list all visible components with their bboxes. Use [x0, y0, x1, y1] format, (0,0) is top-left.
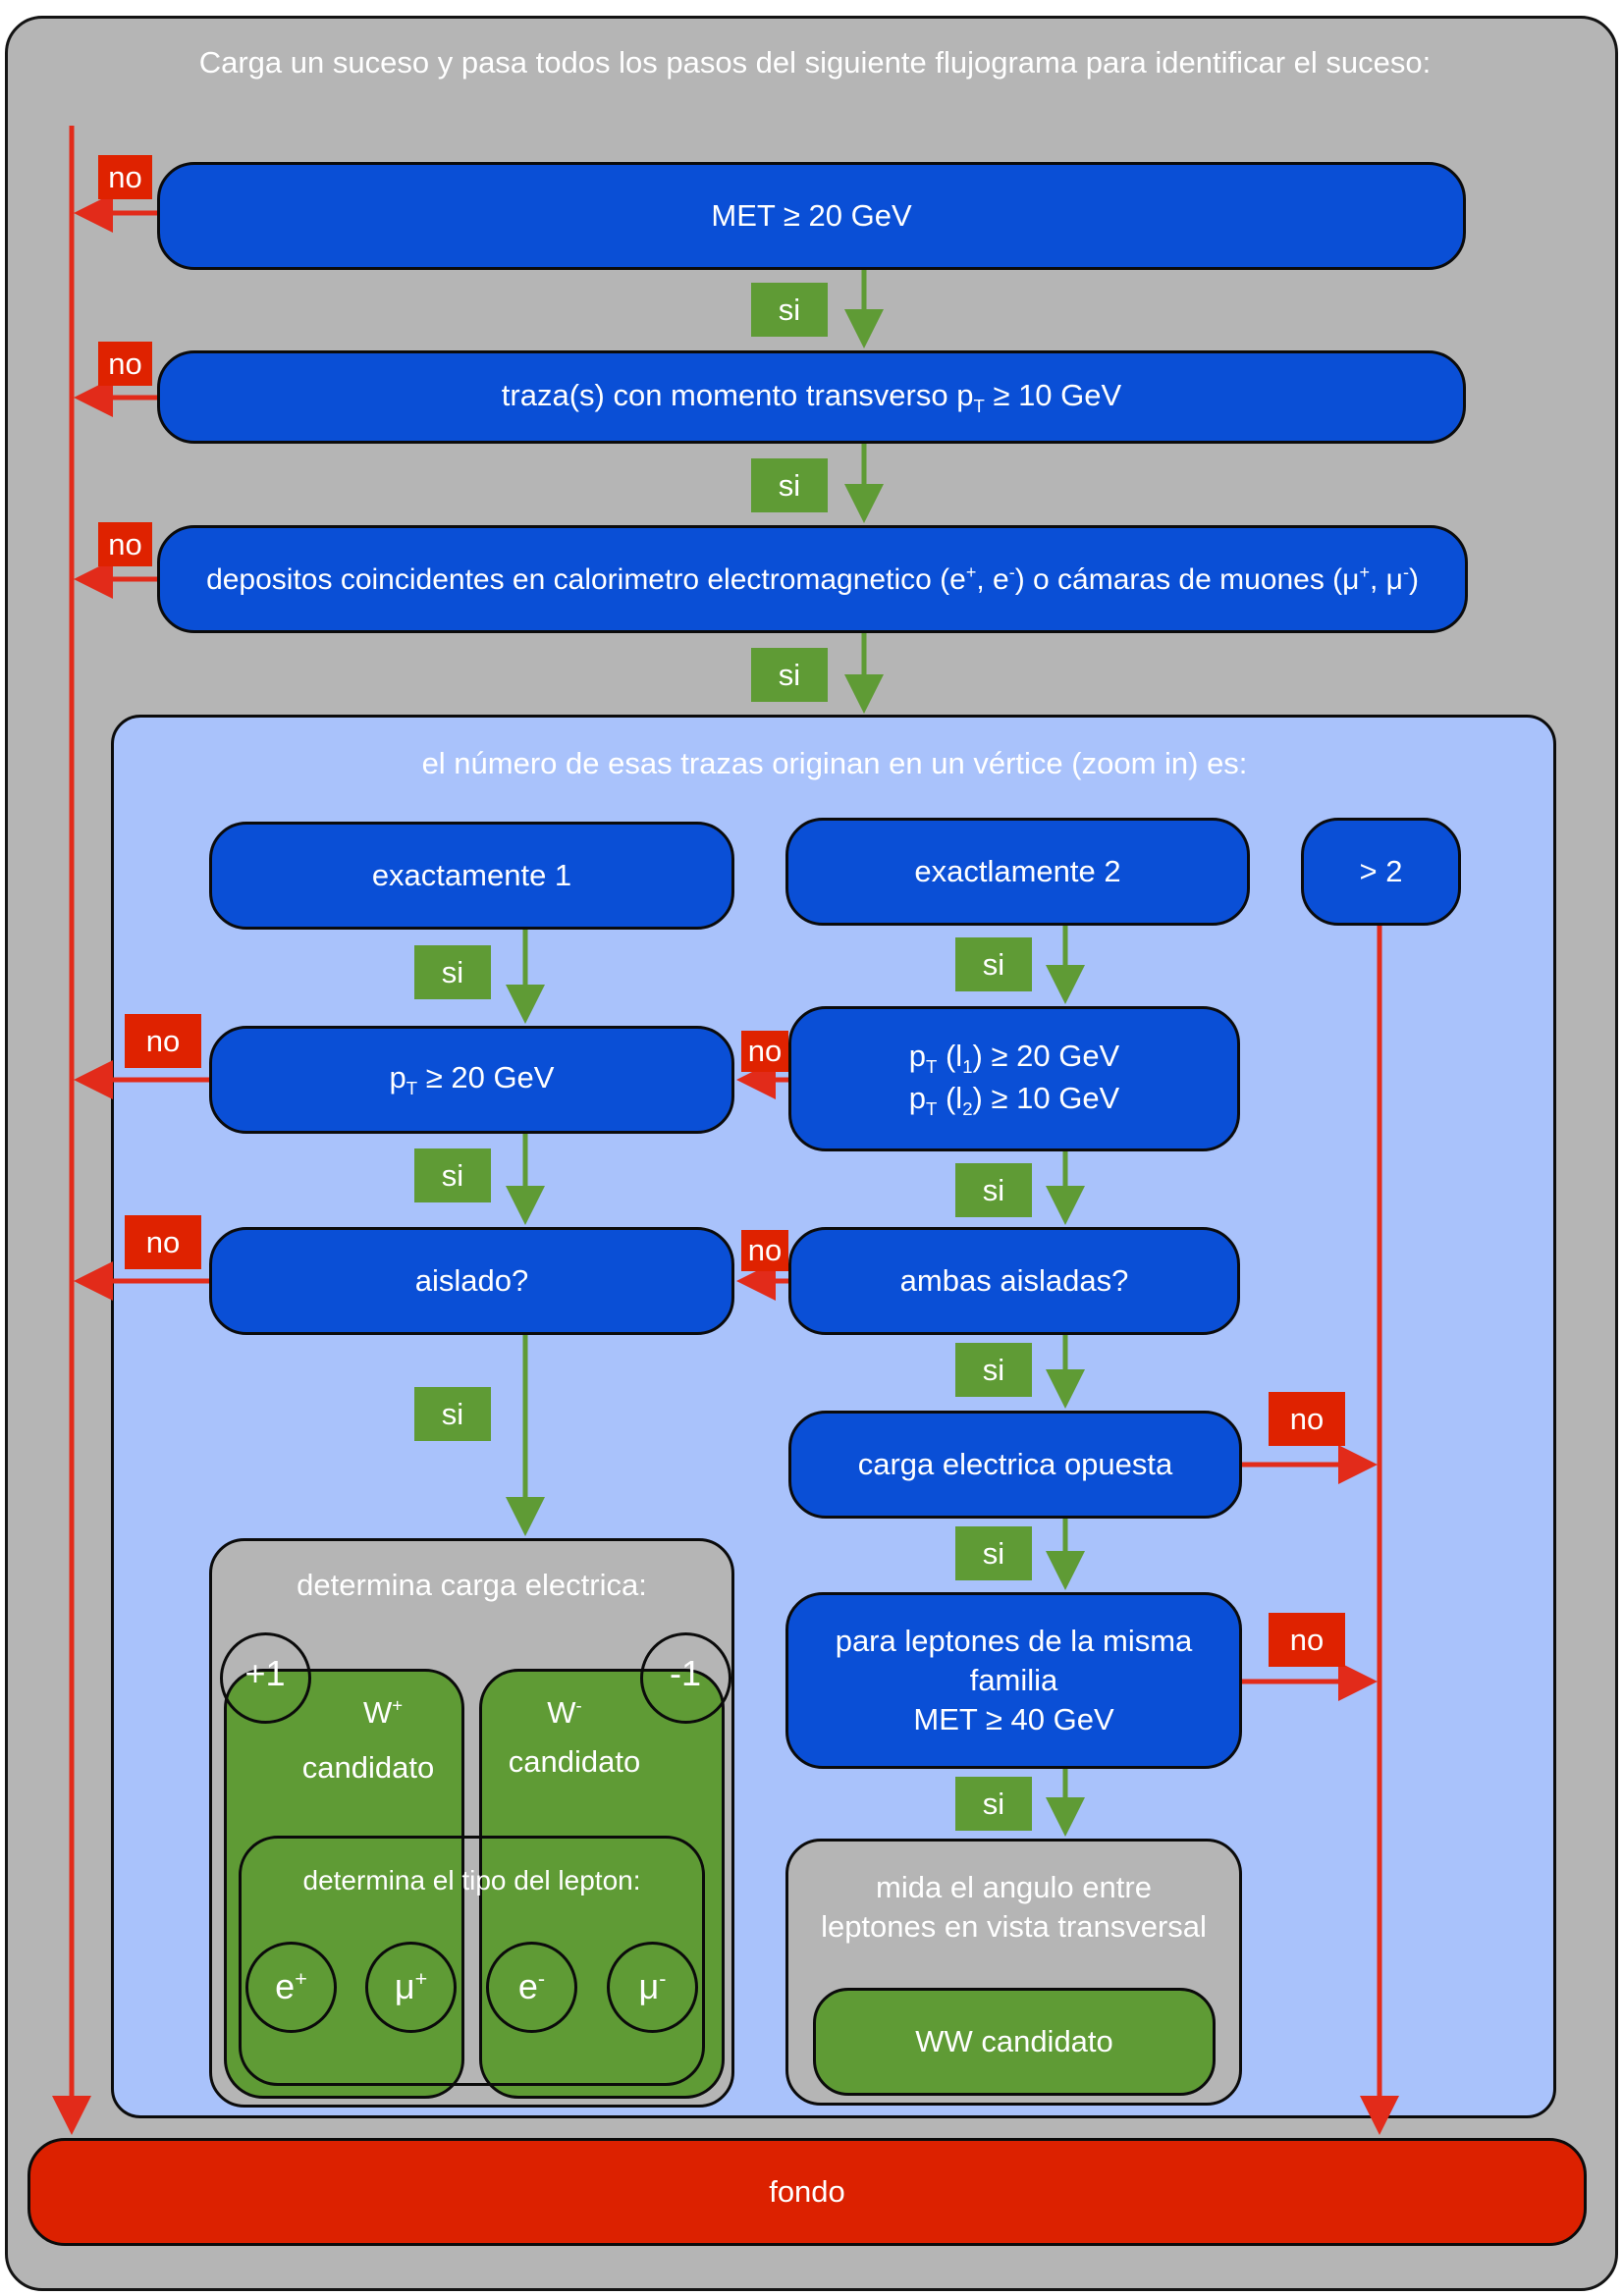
- misma-familia-line2: familia: [969, 1662, 1058, 1697]
- carga-opuesta-label: carga electrica opuesta: [857, 1446, 1173, 1481]
- mu-minus-lepton[interactable]: μ-: [607, 1942, 698, 2033]
- pt-20-label: pT ≥ 20 GeV: [389, 1060, 555, 1099]
- minus-one-label: -1: [669, 1652, 701, 1693]
- more-than-2-box[interactable]: > 2: [1301, 818, 1461, 926]
- aislado-label: aislado?: [414, 1262, 529, 1298]
- depositos-label: depositos coincidentes en calorimetro el…: [206, 561, 1419, 596]
- no-tag-traza: no: [98, 342, 152, 386]
- met-step[interactable]: MET ≥ 20 GeV: [157, 162, 1466, 270]
- misma-familia-step[interactable]: para leptones de la misma familia MET ≥ …: [785, 1592, 1242, 1769]
- si-tag-carga: si: [955, 1526, 1032, 1580]
- si-tag-traza: si: [751, 458, 828, 512]
- intro-text: Carga un suceso y pasa todos los pasos d…: [198, 44, 1432, 80]
- mu-minus-label: μ-: [638, 1966, 667, 2007]
- charge-title: determina carga electrica:: [297, 1567, 647, 1602]
- fondo-box[interactable]: fondo: [27, 2138, 1587, 2246]
- no-tag-ambas: no: [741, 1230, 788, 1271]
- ww-candidato-label: WW candidato: [915, 2023, 1113, 2058]
- no-tag-met: no: [98, 155, 152, 199]
- no-tag-aislado: no: [125, 1215, 201, 1269]
- no-tag-carga: no: [1269, 1392, 1345, 1446]
- ambas-aisladas-step[interactable]: ambas aisladas?: [788, 1227, 1240, 1335]
- si-tag-ambas: si: [955, 1343, 1032, 1397]
- si-tag-exactamente-2: si: [955, 937, 1032, 991]
- vertex-title: el número de esas trazas originan en un …: [421, 745, 1248, 780]
- fondo-label: fondo: [769, 2173, 845, 2209]
- e-plus-label: e+: [275, 1966, 307, 2007]
- w-minus-box[interactable]: [479, 1669, 725, 2099]
- more-than-2-label: > 2: [1359, 853, 1403, 888]
- no-tag-misma-familia: no: [1269, 1613, 1345, 1667]
- mu-plus-lepton[interactable]: μ+: [365, 1942, 457, 2033]
- plus-one-circle: [220, 1632, 311, 1724]
- pt-pair-step[interactable]: pT (l1) ≥ 20 GeV pT (l2) ≥ 10 GeV: [788, 1006, 1240, 1151]
- misma-familia-line1: para leptones de la misma: [835, 1623, 1193, 1658]
- no-tag-pt-pair: no: [741, 1031, 788, 1072]
- exactamente-1-box[interactable]: exactamente 1: [209, 822, 734, 930]
- pt2-label: pT (l2) ≥ 10 GeV: [908, 1081, 1120, 1120]
- exactamente-1-label: exactamente 1: [371, 857, 572, 892]
- aislado-step[interactable]: aislado?: [209, 1227, 734, 1335]
- si-tag-depositos: si: [751, 648, 828, 702]
- e-minus-label: e-: [517, 1966, 546, 2007]
- misma-familia-line3: MET ≥ 40 GeV: [913, 1702, 1114, 1737]
- no-tag-depositos: no: [98, 522, 152, 566]
- w-minus-candidato: candidato: [508, 1743, 641, 1779]
- minus-one-circle: [640, 1632, 731, 1724]
- exactamente-2-label: exactlamente 2: [914, 853, 1121, 888]
- ww-candidato-box[interactable]: WW candidato: [813, 1988, 1216, 2096]
- si-tag-pt: si: [414, 1148, 491, 1202]
- traza-label: traza(s) con momento transverso pT ≥ 10 …: [501, 377, 1122, 416]
- no-tag-pt: no: [125, 1014, 201, 1068]
- e-plus-lepton[interactable]: e+: [245, 1942, 337, 2033]
- pt-20-step[interactable]: pT ≥ 20 GeV: [209, 1026, 734, 1134]
- si-tag-aislado: si: [414, 1387, 491, 1441]
- ambas-aisladas-label: ambas aisladas?: [899, 1262, 1129, 1298]
- met-label: MET ≥ 20 GeV: [711, 197, 912, 233]
- w-minus-label: W-: [547, 1694, 582, 1730]
- angulo-text: mida el angulo entre leptones en vista t…: [785, 1860, 1242, 1954]
- si-tag-misma-familia: si: [955, 1777, 1032, 1831]
- pt1-label: pT (l1) ≥ 20 GeV: [908, 1038, 1120, 1077]
- carga-opuesta-step[interactable]: carga electrica opuesta: [788, 1411, 1242, 1519]
- w-plus-label: W+: [362, 1694, 404, 1730]
- si-tag-exactamente-1: si: [414, 945, 491, 999]
- angulo-line1: mida el angulo entre: [876, 1869, 1152, 1904]
- si-tag-met: si: [751, 283, 828, 337]
- angulo-line2: leptones en vista transversal: [821, 1909, 1207, 1944]
- lepton-type-panel: [239, 1836, 705, 2086]
- w-plus-candidato: candidato: [301, 1749, 435, 1785]
- exactamente-2-box[interactable]: exactlamente 2: [785, 818, 1250, 926]
- mu-plus-label: μ+: [394, 1966, 428, 2007]
- si-tag-pt-pair: si: [955, 1163, 1032, 1217]
- lepton-type-title: determina el tipo del lepton:: [302, 1864, 641, 1896]
- traza-step[interactable]: traza(s) con momento transverso pT ≥ 10 …: [157, 350, 1466, 444]
- plus-one-label: +1: [244, 1652, 286, 1693]
- depositos-step[interactable]: depositos coincidentes en calorimetro el…: [157, 525, 1468, 633]
- e-minus-lepton[interactable]: e-: [486, 1942, 577, 2033]
